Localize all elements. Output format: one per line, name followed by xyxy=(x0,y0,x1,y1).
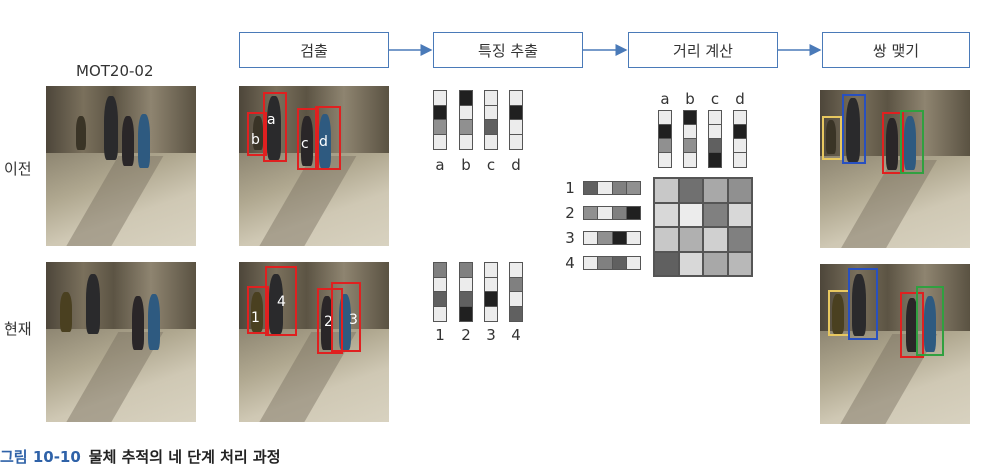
bbox-b: b xyxy=(247,112,267,156)
matrix-cell xyxy=(727,251,752,276)
bbox-label: c xyxy=(301,136,309,152)
stage-matching: 쌍 맺기 xyxy=(822,32,970,68)
figure-caption: 그림 10-10 물체 추적의 네 단계 처리 과정 xyxy=(0,446,281,467)
feature-column-2 xyxy=(459,262,473,322)
feature-column-a xyxy=(433,90,447,150)
distance-col-label-b: b xyxy=(685,90,695,108)
distance-row-label-3: 3 xyxy=(565,229,575,247)
bbox-1: 1 xyxy=(247,286,269,334)
match-box-green xyxy=(916,286,944,356)
bbox-label: 4 xyxy=(277,294,286,310)
bbox-label: b xyxy=(251,132,260,148)
match-box-green xyxy=(900,110,924,174)
matrix-cell xyxy=(703,227,728,252)
distance-row-label-1: 1 xyxy=(565,179,575,197)
match-box-yellow xyxy=(822,116,842,160)
match-box-red xyxy=(900,292,924,358)
matrix-cell xyxy=(654,251,679,276)
distance-row-feature-3 xyxy=(583,231,641,245)
stage-label: 특징 추출 xyxy=(478,41,538,60)
feature-column-d xyxy=(509,90,523,150)
distance-feature-b xyxy=(683,110,697,168)
bbox-a: a xyxy=(263,92,287,162)
feature-column-b xyxy=(459,90,473,150)
frame-previous-matching xyxy=(820,90,970,248)
matrix-cell xyxy=(654,202,679,227)
distance-row-feature-2 xyxy=(583,206,641,220)
bbox-label: 1 xyxy=(251,310,260,326)
stage-label: 쌍 맺기 xyxy=(872,41,920,60)
feature-label-1: 1 xyxy=(435,326,445,344)
bbox-label: 3 xyxy=(349,312,358,328)
distance-col-label-d: d xyxy=(735,90,745,108)
match-box-blue xyxy=(842,94,866,164)
feature-label-4: 4 xyxy=(511,326,521,344)
bbox-label: 2 xyxy=(324,314,333,330)
match-box-yellow xyxy=(828,290,850,336)
row-label-previous: 이전 xyxy=(4,160,32,178)
match-box-red xyxy=(882,112,904,174)
distance-matrix xyxy=(653,177,753,277)
distance-row-label-2: 2 xyxy=(565,204,575,222)
matrix-cell xyxy=(654,227,679,252)
stage-label: 거리 계산 xyxy=(673,41,733,60)
feature-column-c xyxy=(484,90,498,150)
bbox-4: 4 xyxy=(265,266,297,336)
frame-current-matching xyxy=(820,264,970,424)
distance-feature-c xyxy=(708,110,722,168)
distance-feature-d xyxy=(733,110,747,168)
feature-label-b: b xyxy=(461,156,471,174)
distance-row-feature-1 xyxy=(583,181,641,195)
matrix-cell xyxy=(703,251,728,276)
stage-detection: 검출 xyxy=(239,32,389,68)
frame-previous-raw xyxy=(46,86,196,246)
frame-previous-detection: b a c d xyxy=(239,86,389,246)
bbox-d: d xyxy=(315,106,341,170)
matrix-cell xyxy=(703,202,728,227)
distance-feature-a xyxy=(658,110,672,168)
matrix-cell xyxy=(678,227,703,252)
matrix-cell xyxy=(727,178,752,203)
distance-col-label-c: c xyxy=(710,90,720,108)
figure-title: 물체 추적의 네 단계 처리 과정 xyxy=(88,448,281,466)
matrix-cell xyxy=(678,202,703,227)
figure-number: 그림 10-10 xyxy=(0,448,81,466)
distance-row-feature-4 xyxy=(583,256,641,270)
distance-col-label-a: a xyxy=(660,90,670,108)
feature-label-d: d xyxy=(511,156,521,174)
matrix-cell xyxy=(654,178,679,203)
stage-distance: 거리 계산 xyxy=(628,32,778,68)
bbox-2: 2 xyxy=(317,288,343,354)
matrix-cell xyxy=(727,202,752,227)
frame-current-detection: 1 4 2 3 xyxy=(239,262,389,422)
matrix-cell xyxy=(678,178,703,203)
matrix-cell xyxy=(703,178,728,203)
feature-label-a: a xyxy=(435,156,445,174)
bbox-c: c xyxy=(297,108,319,170)
feature-column-3 xyxy=(484,262,498,322)
feature-label-c: c xyxy=(486,156,496,174)
feature-label-2: 2 xyxy=(461,326,471,344)
dataset-label: MOT20-02 xyxy=(76,62,154,80)
stage-label: 검출 xyxy=(300,41,328,60)
feature-column-4 xyxy=(509,262,523,322)
bbox-3: 3 xyxy=(331,282,361,352)
distance-row-label-4: 4 xyxy=(565,254,575,272)
feature-label-3: 3 xyxy=(486,326,496,344)
stage-feature-extraction: 특징 추출 xyxy=(433,32,583,68)
bbox-label: d xyxy=(319,134,328,150)
row-label-current: 현재 xyxy=(4,320,32,338)
matrix-cell xyxy=(678,251,703,276)
match-box-blue xyxy=(848,268,878,340)
matrix-cell xyxy=(727,227,752,252)
bbox-label: a xyxy=(267,112,276,128)
frame-current-raw xyxy=(46,262,196,422)
feature-column-1 xyxy=(433,262,447,322)
